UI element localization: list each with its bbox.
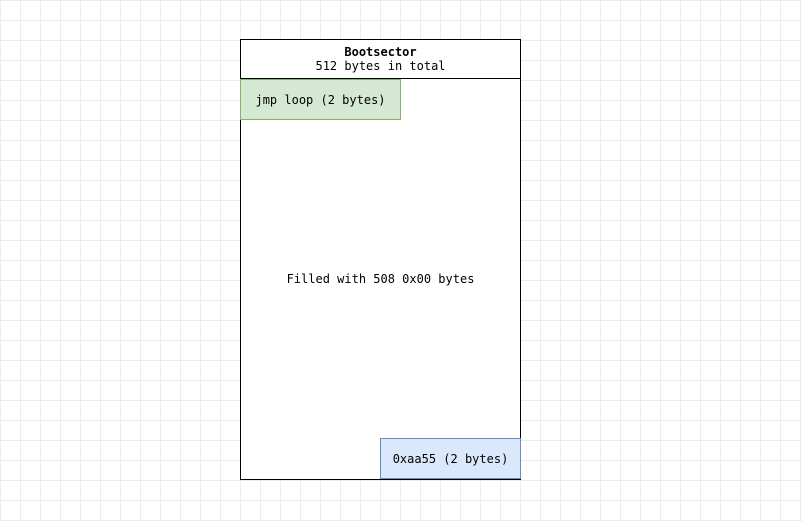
bootsector-title: Bootsector xyxy=(344,45,417,59)
jmp-loop-block[interactable]: jmp loop (2 bytes) xyxy=(240,79,401,120)
bootsector-header: Bootsector 512 bytes in total xyxy=(241,40,520,79)
bootsector-subtitle: 512 bytes in total xyxy=(315,59,446,73)
bootsector-body-text: Filled with 508 0x00 bytes xyxy=(286,272,475,286)
jmp-loop-label: jmp loop (2 bytes) xyxy=(255,92,386,107)
boot-signature-block[interactable]: 0xaa55 (2 bytes) xyxy=(380,438,521,479)
boot-signature-label: 0xaa55 (2 bytes) xyxy=(392,451,509,466)
